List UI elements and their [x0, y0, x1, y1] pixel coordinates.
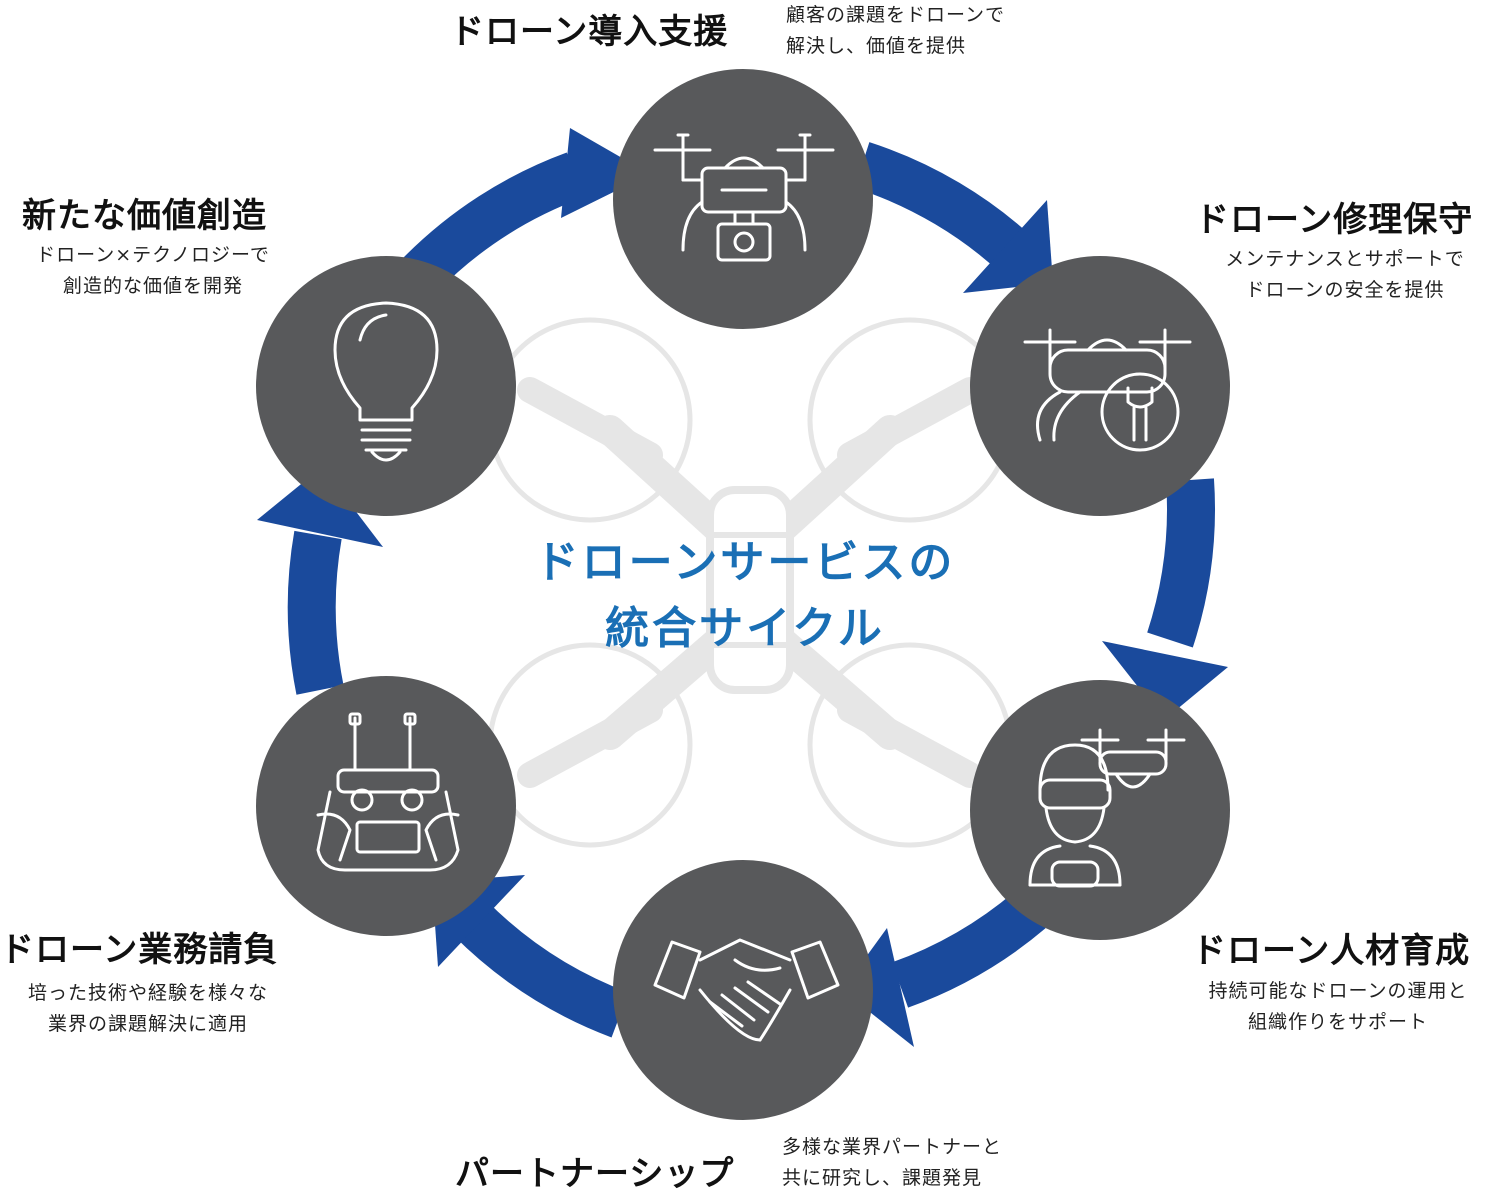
node-desc-support-line2: 解決し、価値を提供	[786, 35, 967, 57]
node-desc-maintenance-line2: ドローンの安全を提供	[1245, 279, 1445, 301]
arrow-training-to-partnership	[891, 891, 1046, 1008]
lightbulb-icon	[333, 301, 439, 462]
node-desc-innovation: ドローン×テクノロジーで 創造的な価値を開発	[8, 240, 298, 302]
node-desc-contract: 培った技術や経験を様々な 業界の課題解決に適用	[0, 978, 296, 1040]
cycle-arrowheads	[257, 128, 1228, 1047]
node-desc-training-line2: 組織作りをサポート	[1247, 1011, 1428, 1033]
node-title-contract: ドローン業務請負	[0, 930, 279, 970]
node-desc-contract-line1: 培った技術や経験を様々な	[27, 982, 268, 1004]
node-title-innovation: 新たな価値創造	[22, 196, 267, 236]
node-circle-contract	[256, 676, 516, 936]
node-desc-training: 持続可能なドローンの運用と 組織作りをサポート	[1178, 976, 1498, 1038]
node-desc-maintenance: メンテナンスとサポートで ドローンの安全を提供	[1200, 244, 1490, 306]
node-desc-partnership-line1: 多様な業界パートナーと	[782, 1136, 1003, 1158]
node-title-training: ドローン人材育成	[1192, 931, 1471, 971]
arrowhead-training	[1102, 641, 1228, 720]
node-desc-contract-line2: 業界の課題解決に適用	[47, 1013, 248, 1035]
node-desc-support-line1: 顧客の課題をドローンで	[786, 4, 1006, 26]
arrowhead-maintenance	[963, 200, 1053, 293]
node-desc-support: 顧客の課題をドローンで 解決し、価値を提供	[786, 0, 1005, 62]
node-title-maintenance: ドローン修理保守	[1195, 200, 1474, 240]
arrowhead-support	[561, 128, 650, 218]
node-circle-training	[970, 680, 1230, 940]
cycle-arrows	[287, 142, 1215, 1038]
arrow-partnership-to-contract	[452, 900, 629, 1038]
center-label-line2: 統合サイクル	[605, 603, 885, 654]
node-circle-support	[613, 69, 873, 329]
remote-controller-icon	[316, 712, 460, 872]
arrow-innovation-to-support	[402, 152, 584, 293]
background-drone-watermark	[487, 317, 1013, 848]
drone-wrench-icon	[1023, 328, 1192, 452]
cycle-center-label: ドローンサービスの 統合サイクル	[445, 530, 1045, 662]
node-circles	[256, 69, 1230, 1120]
node-desc-partnership: 多様な業界パートナーと 共に研究し、課題発見	[782, 1132, 1002, 1194]
handshake-icon	[653, 938, 840, 1042]
node-desc-maintenance-line1: メンテナンスとサポートで	[1225, 248, 1465, 270]
node-circle-partnership	[613, 860, 873, 1120]
arrow-support-to-maintenance	[854, 142, 1039, 278]
node-title-support: ドローン導入支援	[450, 12, 729, 52]
arrowhead-partnership	[842, 928, 914, 1047]
arrowhead-innovation	[257, 467, 383, 547]
center-label-line1: ドローンサービスの	[534, 537, 956, 588]
node-desc-innovation-line1: ドローン×テクノロジーで	[36, 244, 270, 266]
node-circle-maintenance	[970, 256, 1230, 516]
node-desc-partnership-line2: 共に研究し、課題発見	[782, 1167, 983, 1189]
arrow-maintenance-to-training	[1147, 478, 1215, 648]
vr-pilot-icon	[1028, 728, 1186, 888]
drone-camera-icon	[653, 133, 835, 262]
node-desc-innovation-line2: 創造的な価値を開発	[62, 275, 243, 297]
arrow-contract-to-innovation	[287, 530, 344, 695]
node-circle-innovation	[256, 256, 516, 516]
node-desc-training-line1: 持続可能なドローンの運用と	[1208, 980, 1468, 1002]
node-title-partnership: パートナーシップ	[455, 1154, 735, 1194]
